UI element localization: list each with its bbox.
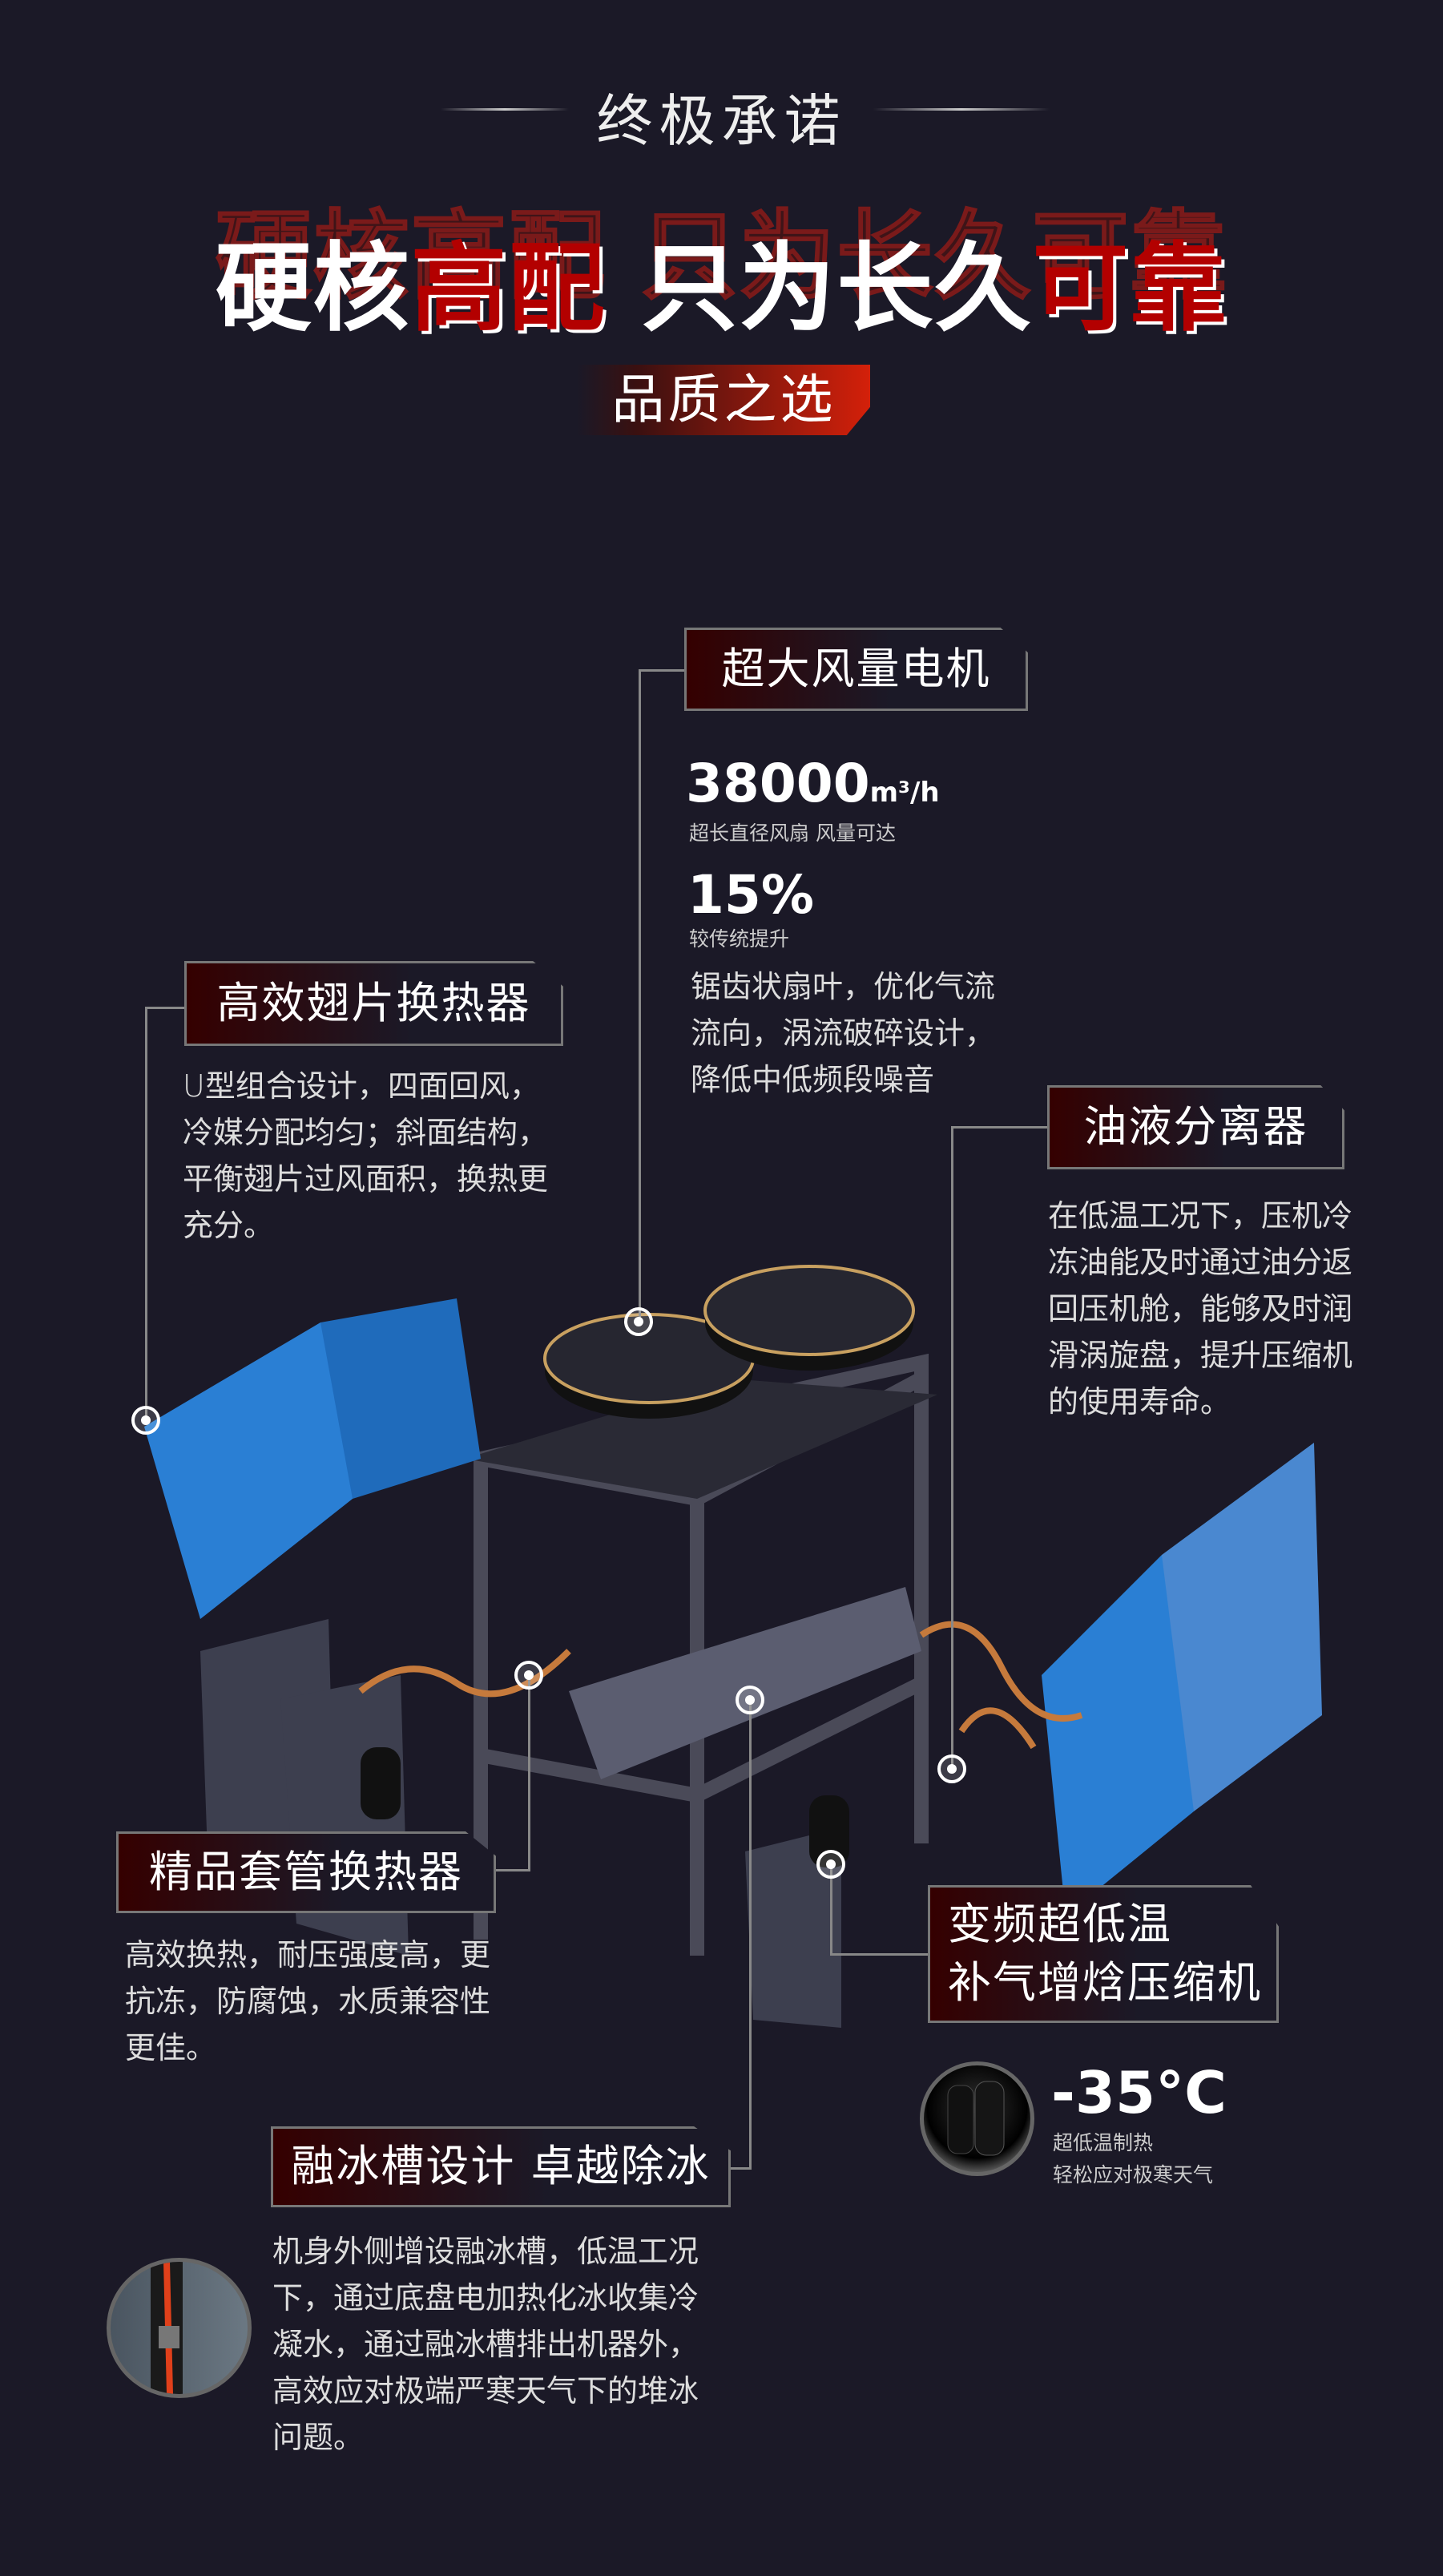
hotspot-tube[interactable]: [514, 1661, 543, 1690]
callout-motor-title: 超大风量电机: [684, 628, 1028, 711]
airflow-caption: 超长直径风扇 风量可达: [689, 822, 896, 845]
improvement-value: 15%: [687, 864, 814, 926]
oil-desc: 在低温工况下，压机冷冻油能及时通过油分返回压机舱，能够及时润滑涡旋盘，提升压缩机…: [1048, 1198, 1353, 1419]
headline-ghost: 硬核高配 只为长久可靠: [215, 200, 1228, 313]
header-line-left: [441, 108, 569, 111]
drain-pipe-icon: [151, 2262, 183, 2394]
callout-compressor-title: 变频超低温补气增焓压缩机: [928, 1885, 1279, 2023]
connector-tube: [528, 1675, 530, 1870]
callout-tube-title: 精品套管换热器: [116, 1831, 496, 1913]
motor-stat-airflow: 38000m³/h: [686, 757, 940, 810]
headline-part1: 硬核: [215, 233, 411, 345]
connector-tube-h: [496, 1869, 530, 1871]
connector-fin-h: [145, 1007, 184, 1009]
header-line-right: [873, 108, 1050, 111]
min-temp-value: -35°C: [1051, 2059, 1227, 2126]
hotspot-fin[interactable]: [131, 1406, 160, 1435]
compressor-title-line1: 变频超低温: [948, 1899, 1172, 1950]
hotspot-ice[interactable]: [736, 1686, 764, 1714]
connector-motor: [639, 669, 641, 1322]
compressor-title-line2: 补气增焓压缩机: [948, 1957, 1262, 2008]
fin-desc: U型组合设计，四面回风，冷媒分配均匀；斜面结构，平衡翅片过风面积，换热更充分。: [183, 1068, 549, 1243]
connector-motor-h: [639, 669, 684, 672]
connector-ice-h: [731, 2167, 752, 2170]
hotspot-oil[interactable]: [937, 1754, 966, 1783]
callout-fin-title: 高效翅片换热器: [184, 961, 563, 1046]
tube-desc: 高效换热，耐压强度高，更抗冻，防腐蚀，水质兼容性更佳。: [125, 1937, 491, 2065]
top-plate: [465, 1379, 937, 1499]
min-temp-caption2: 轻松应对极寒天气: [1053, 2163, 1214, 2186]
improvement-caption: 较传统提升: [689, 927, 790, 951]
frame: [474, 1353, 929, 1956]
headline-part3: 只为长久: [606, 233, 1033, 345]
airflow-value: 38000: [686, 753, 870, 814]
connector-comp-h: [830, 1953, 928, 1956]
compressor-photo: [920, 2061, 1034, 2176]
min-temp-caption1: 超低温制热: [1053, 2131, 1154, 2154]
ice-desc: 机身外侧增设融冰槽，低温工况下，通过底盘电加热化冰收集冷凝水，通过融冰槽排出机器…: [272, 2234, 699, 2455]
compressor-icon: [947, 2081, 1005, 2156]
connector-ice: [749, 1700, 752, 2168]
headline-part2: 高配: [410, 233, 607, 345]
fin-panels-right: [1042, 1443, 1322, 1916]
hotspot-compressor[interactable]: [816, 1850, 845, 1879]
headline: 硬核高配 只为长久可靠: [0, 210, 1443, 349]
connector-oil: [951, 1126, 953, 1769]
fin-panels-left: [144, 1298, 481, 1619]
quality-badge: 品质之选: [578, 365, 870, 435]
compressors: [361, 1747, 849, 1867]
heat-pump-illustration: [144, 1265, 1322, 2028]
connector-comp: [830, 1864, 832, 1954]
fan-left: [543, 1313, 755, 1419]
headline-part4: 可靠: [1032, 233, 1228, 345]
hotspot-motor[interactable]: [624, 1307, 653, 1336]
callout-ice-title: 融冰槽设计 卓越除冰: [271, 2126, 731, 2207]
fan-right: [703, 1265, 915, 1371]
base-tray: [569, 1587, 921, 1779]
section-header: 终极承诺: [596, 88, 847, 154]
airflow-unit: m³/h: [869, 777, 940, 809]
callout-oil-title: 油液分离器: [1047, 1085, 1344, 1169]
connector-fin: [145, 1007, 147, 1420]
connector-oil-h: [951, 1126, 1047, 1129]
ice-slot-photo: [107, 2258, 252, 2398]
motor-desc: 锯齿状扇叶，优化气流流向，涡流破碎设计，降低中低频段噪音: [691, 969, 996, 1097]
